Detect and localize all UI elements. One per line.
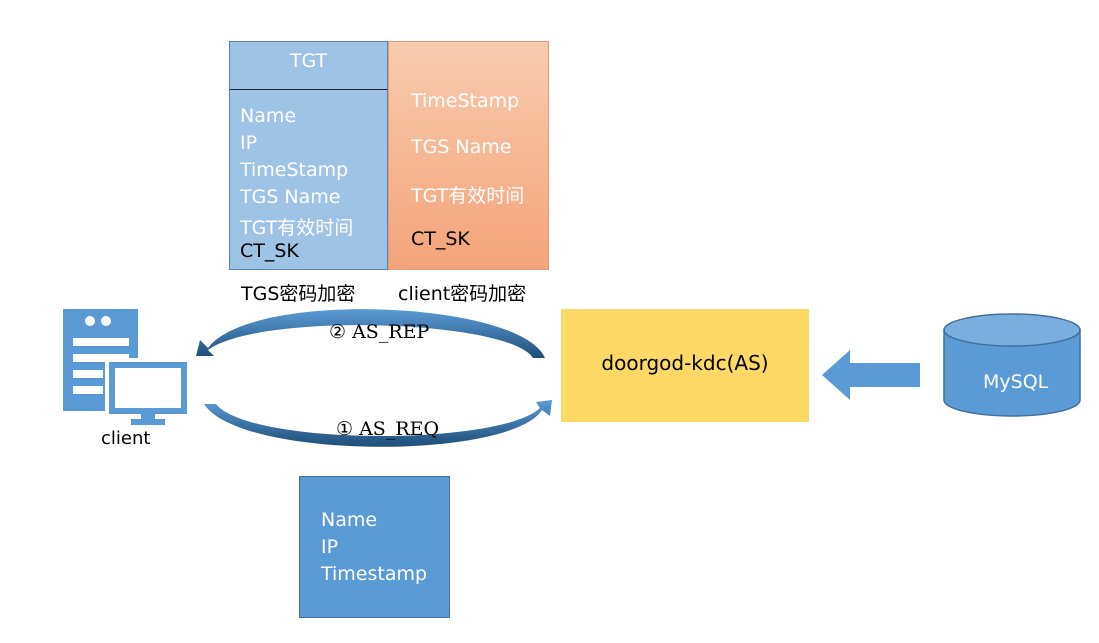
client-label: client <box>101 428 151 449</box>
db-to-kdc-arrow <box>822 350 920 400</box>
tgt-header: TGT <box>230 42 387 90</box>
req-field-name: Name <box>321 509 378 531</box>
ck-field-ct-sk: CT_SK <box>411 228 470 250</box>
tgt-field-name: Name <box>240 105 297 127</box>
client-key-box: TimeStamp TGS Name TGT有效时间 CT_SK <box>388 41 549 270</box>
message-arrows <box>196 309 552 447</box>
tgt-field-timestamp: TimeStamp <box>240 159 349 181</box>
kdc-label: doorgod-kdc(AS) <box>601 351 769 375</box>
req-field-ip: IP <box>321 536 339 558</box>
as-rep-arrow <box>196 309 545 358</box>
database-label: MySQL <box>983 371 1049 393</box>
ck-field-validity: TGT有效时间 <box>411 185 525 207</box>
req-field-timestamp: Timestamp <box>321 563 428 585</box>
as-req-arrow <box>204 400 552 447</box>
request-payload-box: Name IP Timestamp <box>299 476 450 618</box>
as-rep-label: ② AS_REP <box>329 321 430 343</box>
as-req-label: ① AS_REQ <box>336 418 440 440</box>
database-cylinder-icon <box>943 313 1081 417</box>
tgt-caption: TGS密码加密 <box>241 283 356 305</box>
ck-field-tgs-name: TGS Name <box>411 136 512 158</box>
ck-field-timestamp: TimeStamp <box>411 90 520 112</box>
kdc-box: doorgod-kdc(AS) <box>561 309 809 422</box>
tgt-field-ct-sk: CT_SK <box>240 240 299 262</box>
tgt-field-validity: TGT有效时间 <box>240 217 354 239</box>
tgt-field-tgs-name: TGS Name <box>240 186 341 208</box>
tgt-field-ip: IP <box>240 132 258 154</box>
tgt-box: TGT Name IP TimeStamp TGS Name TGT有效时间 C… <box>229 41 388 270</box>
client-key-caption: client密码加密 <box>398 283 527 305</box>
client-computer-icon <box>63 309 191 425</box>
